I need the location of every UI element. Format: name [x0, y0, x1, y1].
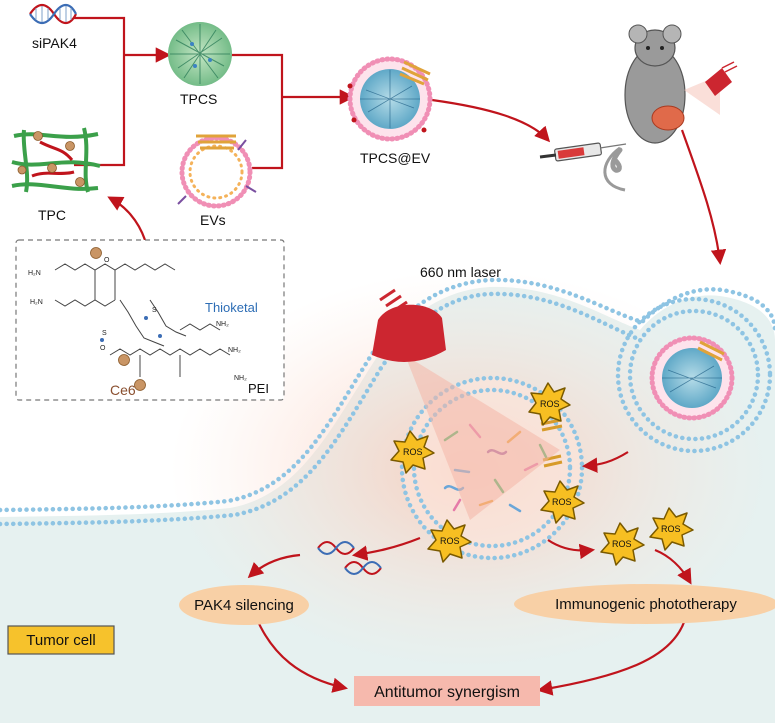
tpcs-label: TPCS: [180, 91, 217, 107]
cell-membrane: [0, 277, 775, 527]
small-laser-icon: [705, 61, 738, 96]
ce6-label: Ce6: [110, 382, 136, 398]
ros-label: ROS: [612, 539, 632, 549]
ros-label: ROS: [661, 524, 681, 534]
tpcs-ev-nanoparticle-icon: [347, 56, 433, 142]
outcome-pills: [7, 584, 775, 706]
amine-label: H₂N: [30, 299, 43, 306]
tpc-label: TPC: [38, 207, 66, 223]
oxygen-label: O: [100, 345, 106, 352]
sipak4-label: siPAK4: [32, 35, 77, 51]
laser-label: 660 nm laser: [420, 264, 501, 280]
immunogenic-phototherapy-label: Immunogenic phototherapy: [555, 596, 737, 613]
amine-label: H₂N: [28, 270, 41, 277]
thioketal-label: Thioketal: [205, 300, 258, 315]
pei-structure-box: [15, 239, 285, 401]
ros-label: ROS: [403, 447, 423, 457]
flow-arrows: [74, 16, 727, 696]
amine-label: NH₂: [234, 375, 247, 382]
ros-stars: [390, 382, 694, 566]
oxygen-label: O: [104, 257, 110, 264]
evs-label: EVs: [200, 212, 226, 228]
laser-device-icon: [372, 288, 560, 520]
sipak4-helix-icon: [29, 3, 77, 25]
ros-label: ROS: [440, 536, 460, 546]
tpcs-ev-label: TPCS@EV: [360, 150, 431, 166]
amine-label: NH₂: [228, 347, 241, 354]
endocytic-vesicle: [615, 296, 773, 454]
amine-label: NH₂: [216, 321, 229, 328]
mouse-icon: [603, 24, 720, 192]
syringe-icon: [539, 142, 627, 162]
tumor-cell-label: Tumor cell: [26, 632, 95, 649]
pak4-silencing-label: PAK4 silencing: [194, 597, 294, 614]
sulfur-label: S: [152, 307, 157, 314]
ros-label: ROS: [540, 399, 560, 409]
pei-label: PEI: [248, 381, 269, 396]
ros-label: ROS: [552, 497, 572, 507]
sirna-fragments-icon: [317, 541, 382, 575]
sulfur-label: S: [102, 330, 107, 337]
tpc-network-icon: [11, 127, 101, 193]
internalized-nanoparticle-icon: [649, 335, 735, 421]
evs-vesicle-icon: [177, 134, 257, 209]
tpcs-nanoparticle-icon: [168, 22, 232, 86]
antitumor-synergism-label: Antitumor synergism: [374, 684, 520, 701]
